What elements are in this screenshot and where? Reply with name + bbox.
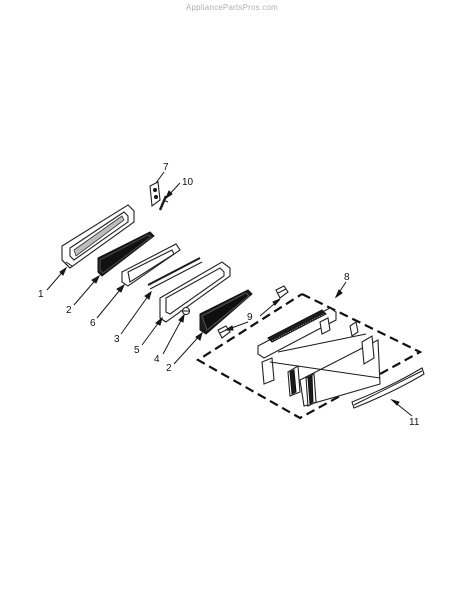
callout-1: 1	[38, 289, 44, 300]
part-9-clip-upper	[275, 285, 289, 299]
callout-8: 8	[344, 272, 350, 283]
callout-11: 11	[409, 417, 420, 428]
callout-10: 10	[182, 177, 194, 188]
watermark: AppliancePartsPros.com	[186, 3, 278, 12]
callout-9: 9	[247, 312, 253, 323]
part-10-screw	[158, 195, 169, 211]
callout-2-upper: 2	[66, 305, 72, 316]
callout-3: 3	[114, 334, 120, 345]
part-4-latch	[181, 306, 191, 316]
part-7-hinge-bracket	[149, 181, 161, 208]
part-2-lower-glass-panel	[199, 289, 253, 335]
callout-5: 5	[134, 345, 140, 356]
part-5-drawer-front-frame	[159, 261, 231, 323]
callout-2-lower: 2	[166, 363, 172, 374]
part-1-upper-door-frame	[61, 204, 135, 269]
part-9-clip-lower	[217, 325, 231, 339]
part-6-inner-glass-frame	[121, 243, 181, 287]
callout-7: 7	[163, 162, 169, 173]
part-11-drawer-handle	[351, 367, 425, 409]
part-3-door-rail	[147, 257, 203, 290]
callout-6: 6	[90, 318, 96, 329]
part-8-drawer-assembly	[195, 293, 423, 420]
callout-4: 4	[154, 354, 160, 365]
leader-lines	[46, 171, 413, 417]
part-2-upper-glass-panel	[97, 231, 155, 277]
